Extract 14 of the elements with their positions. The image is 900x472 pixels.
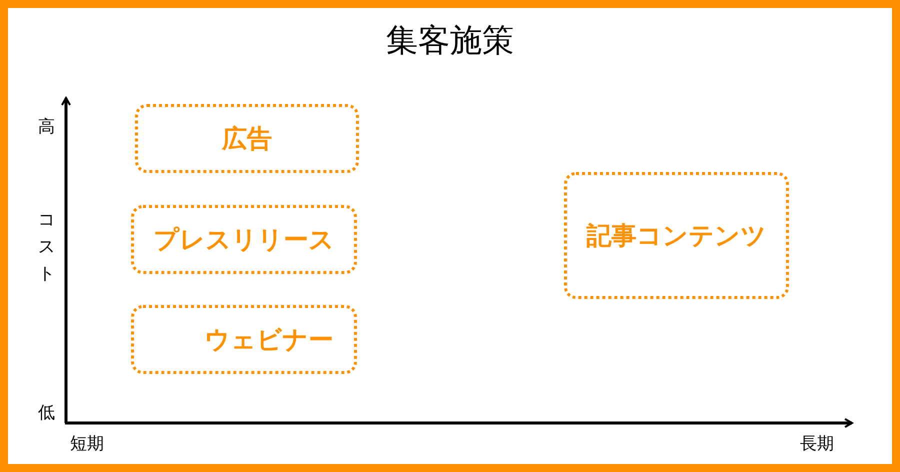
box-label: 記事コンテンツ — [586, 220, 766, 252]
dotted-box — [131, 205, 357, 274]
axis-label: 長期 — [800, 433, 834, 455]
dotted-box — [564, 172, 789, 299]
dotted-box — [131, 305, 357, 374]
box-label: プレスリリース — [154, 224, 334, 256]
axis-label: 短期 — [70, 433, 104, 455]
box-label: 広告 — [222, 122, 272, 155]
axis-label: 高 — [38, 116, 55, 138]
axis-label: コスト — [38, 209, 55, 286]
box-label: ウェビナー — [204, 324, 334, 356]
axis-label: 低 — [38, 402, 55, 424]
dotted-box — [135, 104, 359, 173]
title: 集客施策 — [386, 20, 514, 60]
